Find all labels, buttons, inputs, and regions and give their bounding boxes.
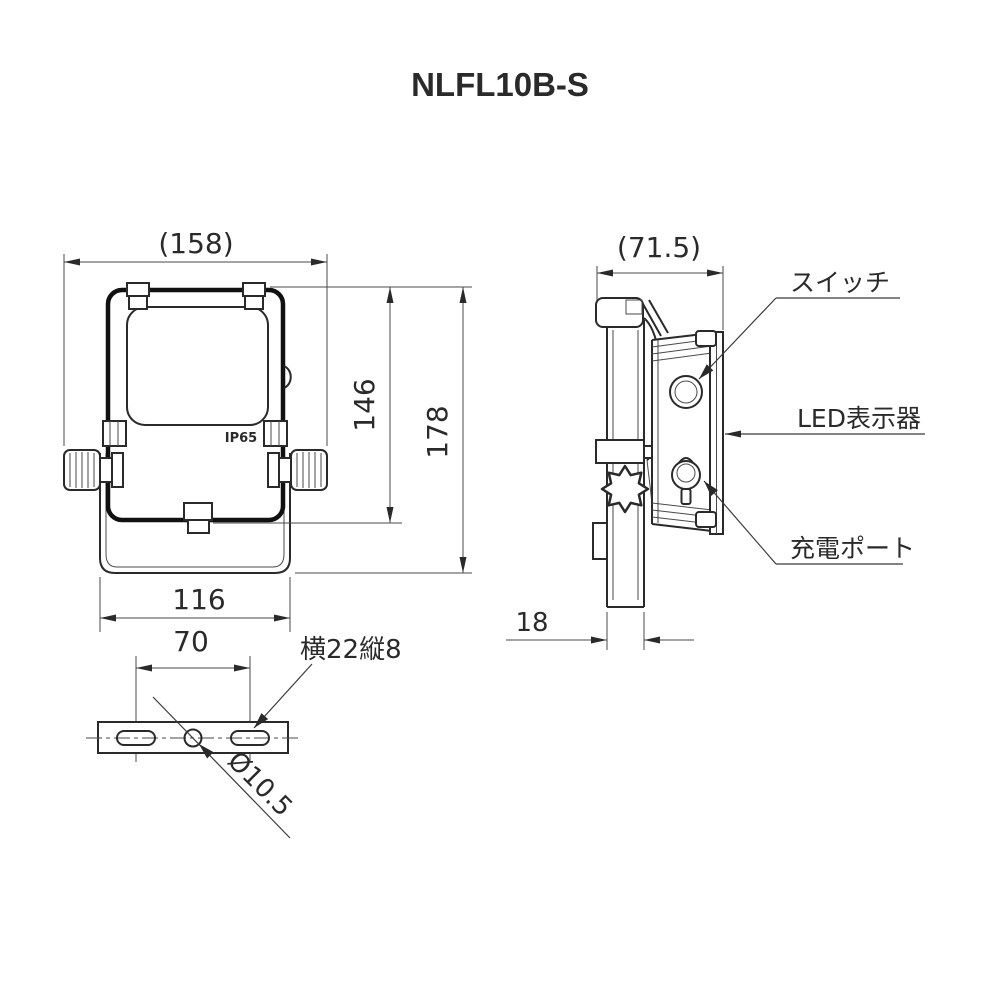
side-clamp-block xyxy=(595,439,653,464)
slot-size-label: 横22縦8 xyxy=(300,635,402,665)
front-knob-right xyxy=(267,449,328,491)
arrowhead xyxy=(597,269,613,277)
dim-arm-width-label: 18 xyxy=(515,608,548,638)
arrowhead xyxy=(699,364,714,379)
side-back-tab-top xyxy=(695,330,717,347)
dim-overall-width: (158) xyxy=(63,227,328,446)
front-top-tab-left xyxy=(126,282,150,310)
front-view: (158) IP65 xyxy=(63,227,472,632)
dim-slot-pitch: 70 xyxy=(135,625,251,762)
front-knob-left xyxy=(63,449,124,491)
front-lens-window xyxy=(126,306,269,426)
front-edge-bump xyxy=(283,365,292,389)
led-indicator-label: LED表示器 xyxy=(797,404,921,433)
callout-switch: スイッチ xyxy=(698,268,900,380)
arrowhead xyxy=(100,614,116,622)
dim-overall-height: 178 xyxy=(295,287,472,574)
side-back-panel xyxy=(695,330,724,535)
switch-button xyxy=(669,375,703,409)
dim-slot-pitch-label: 70 xyxy=(173,625,209,658)
dim-body-height: 146 xyxy=(213,286,472,524)
dim-overall-depth-label: (71.5) xyxy=(617,231,701,264)
side-view: (71.5) xyxy=(506,231,925,650)
switch-label: スイッチ xyxy=(790,268,890,297)
arrowhead xyxy=(386,287,394,303)
front-hinge-plate-right xyxy=(263,420,288,447)
arrowhead xyxy=(234,664,250,672)
callout-center-hole: Ø10.5 xyxy=(152,696,298,839)
callout-led-indicator: LED表示器 xyxy=(725,404,925,438)
arrowhead xyxy=(386,507,394,523)
arrowhead xyxy=(644,636,660,644)
arrowhead xyxy=(707,269,723,277)
dim-body-height-label: 146 xyxy=(348,378,381,431)
arrowhead xyxy=(136,664,152,672)
side-back-tab-bottom xyxy=(695,511,717,528)
arrowhead xyxy=(311,258,327,266)
charge-port-label: 充電ポート xyxy=(790,534,915,563)
arrowhead xyxy=(459,557,467,573)
dim-overall-width-label: (158) xyxy=(158,227,233,260)
center-hole-label: Ø10.5 xyxy=(221,746,298,823)
side-star-knob xyxy=(600,464,650,514)
front-u-bracket xyxy=(99,453,291,574)
dim-arm-width: 18 xyxy=(506,608,694,650)
ip-rating-label: IP65 xyxy=(225,431,257,446)
charge-port-cover xyxy=(671,457,701,505)
dim-bracket-width: 116 xyxy=(99,577,291,632)
front-top-tab-right xyxy=(242,282,266,310)
front-bottom-tab xyxy=(183,502,213,534)
drawing-title: NLFL10B-S xyxy=(411,66,589,103)
front-hinge-plate-left xyxy=(102,420,127,447)
arrowhead xyxy=(199,744,214,759)
arrowhead xyxy=(274,614,290,622)
dim-overall-depth: (71.5) xyxy=(596,231,724,330)
foot-slot-right xyxy=(230,730,270,746)
foot-slot-left xyxy=(116,730,156,746)
side-arm-stop-block xyxy=(592,522,608,560)
side-arm-cap-detail xyxy=(625,299,643,315)
side-arm-top-cap xyxy=(595,297,644,328)
callout-charge-port: 充電ポート xyxy=(703,480,915,565)
arrowhead xyxy=(704,481,718,496)
arrowhead xyxy=(725,430,741,438)
bracket-bottom-view: 70 横22縦8 Ø10.5 xyxy=(86,625,402,839)
arrowhead xyxy=(591,636,607,644)
callout-slot-size: 横22縦8 xyxy=(253,635,402,729)
dim-overall-height-label: 178 xyxy=(421,405,454,458)
foot-center-hole xyxy=(183,728,203,748)
arrowhead xyxy=(64,258,80,266)
arrowhead xyxy=(254,713,269,728)
arrowhead xyxy=(459,287,467,303)
dim-bracket-width-label: 116 xyxy=(172,583,225,616)
